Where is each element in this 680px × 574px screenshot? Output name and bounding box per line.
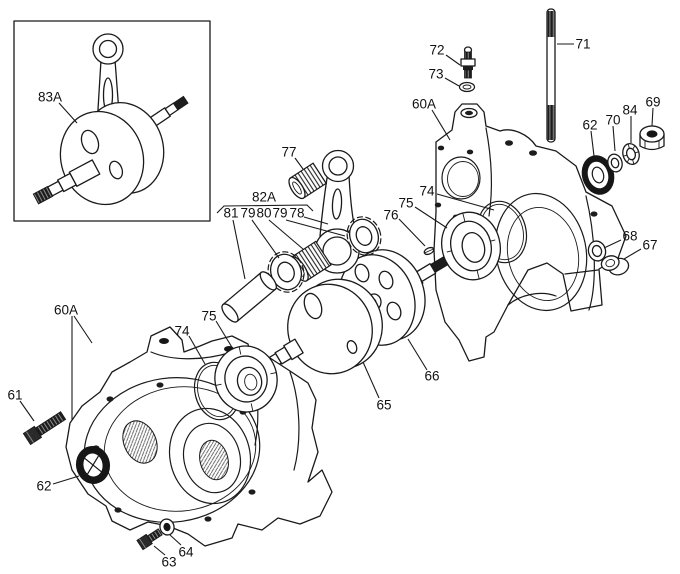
washer-64 [159,518,175,536]
callout-leader-77 [294,157,304,170]
callout-leader-69 [651,107,654,127]
callout-leader-60A [431,109,451,141]
serrated-washer-84 [622,143,640,165]
part-number-60A: 60A [412,97,436,112]
callout-leader-64 [169,534,182,546]
part-number-78: 78 [289,206,304,221]
part-number-62: 62 [582,118,597,133]
callout-leader-76 [398,218,426,247]
callout-leader-73 [444,77,460,87]
part-number-71: 71 [575,37,590,52]
part-number-81: 81 [223,206,238,221]
callout-leader-61 [19,400,35,422]
part-number-74: 74 [174,324,190,339]
group-bracket-82A [216,204,314,214]
part-number-80: 80 [256,206,271,221]
part-number-79: 79 [240,206,255,221]
part-number-73: 73 [428,67,443,82]
hex-nut-69 [639,125,665,151]
callout-leader-74 [188,335,206,365]
callout-leader-62 [52,475,80,485]
cable-adjuster-72 [460,46,476,79]
callout-leader-67 [623,248,642,260]
thrust-washer-79-left [267,251,305,293]
thrust-washer-79-right [346,216,382,256]
callout-leader-79 [251,219,280,259]
bolt-63 [136,528,163,551]
callout-leader-79 [285,219,346,237]
callout-leader-78 [303,216,329,225]
needle-cage-77 [288,162,328,200]
woodruff-key-76 [423,246,435,256]
part-number-67: 67 [642,238,657,253]
stud-bolt-71 [546,8,556,143]
callout-leader-72 [445,54,461,66]
oil-seal-62-right [581,155,615,195]
washer-70 [607,153,623,173]
part-number-63: 63 [161,555,176,570]
oil-seal-62-left [75,446,111,484]
inset-crankshaft-assembly-83A [13,20,211,222]
callout-leader-75 [215,320,234,350]
part-number-62: 62 [36,479,51,494]
crank-pin-81 [221,271,277,323]
part-number-61: 61 [7,388,22,403]
connecting-rod-78 [314,149,360,274]
ball-bearing-75-left [214,345,278,413]
part-number-77: 77 [281,145,296,160]
ball-bearing-75-right [441,211,501,281]
right-crankcase-half [433,8,627,362]
part-number-64: 64 [178,545,194,560]
part-number-65: 65 [376,398,391,413]
callout-leader-65 [362,361,380,399]
callout-leader-70 [612,125,616,152]
callout-leader-74 [436,193,495,211]
part-number-70: 70 [605,113,620,128]
drain-plug-67 [600,255,630,276]
part-number-75: 75 [201,309,216,324]
part-number-68: 68 [622,229,637,244]
part-number-69: 69 [645,95,660,110]
callout-leader-81 [232,219,246,280]
part-number-76: 76 [383,208,398,223]
callout-leader-63 [153,545,166,556]
part-number-84: 84 [622,103,638,118]
callout-leader-80 [268,219,304,250]
part-number-82A: 82A [252,190,276,205]
callout-leader-68 [603,239,622,249]
o-ring-73 [458,81,476,93]
washer-68 [587,240,607,262]
part-number-72: 72 [429,43,444,58]
socket-bolt-61 [22,411,67,446]
part-number-66: 66 [424,369,439,384]
callout-leader-75 [414,206,448,229]
callout-leader-60A [73,315,93,344]
part-number-79: 79 [272,206,287,221]
callout-leader-83A [58,102,78,124]
part-number-74: 74 [419,184,435,199]
part-number-75: 75 [398,196,413,211]
callout-leader-66 [407,338,428,371]
part-number-83A: 83A [38,90,62,105]
part-number-60A: 60A [54,303,78,318]
callout-leader-62 [590,130,595,157]
